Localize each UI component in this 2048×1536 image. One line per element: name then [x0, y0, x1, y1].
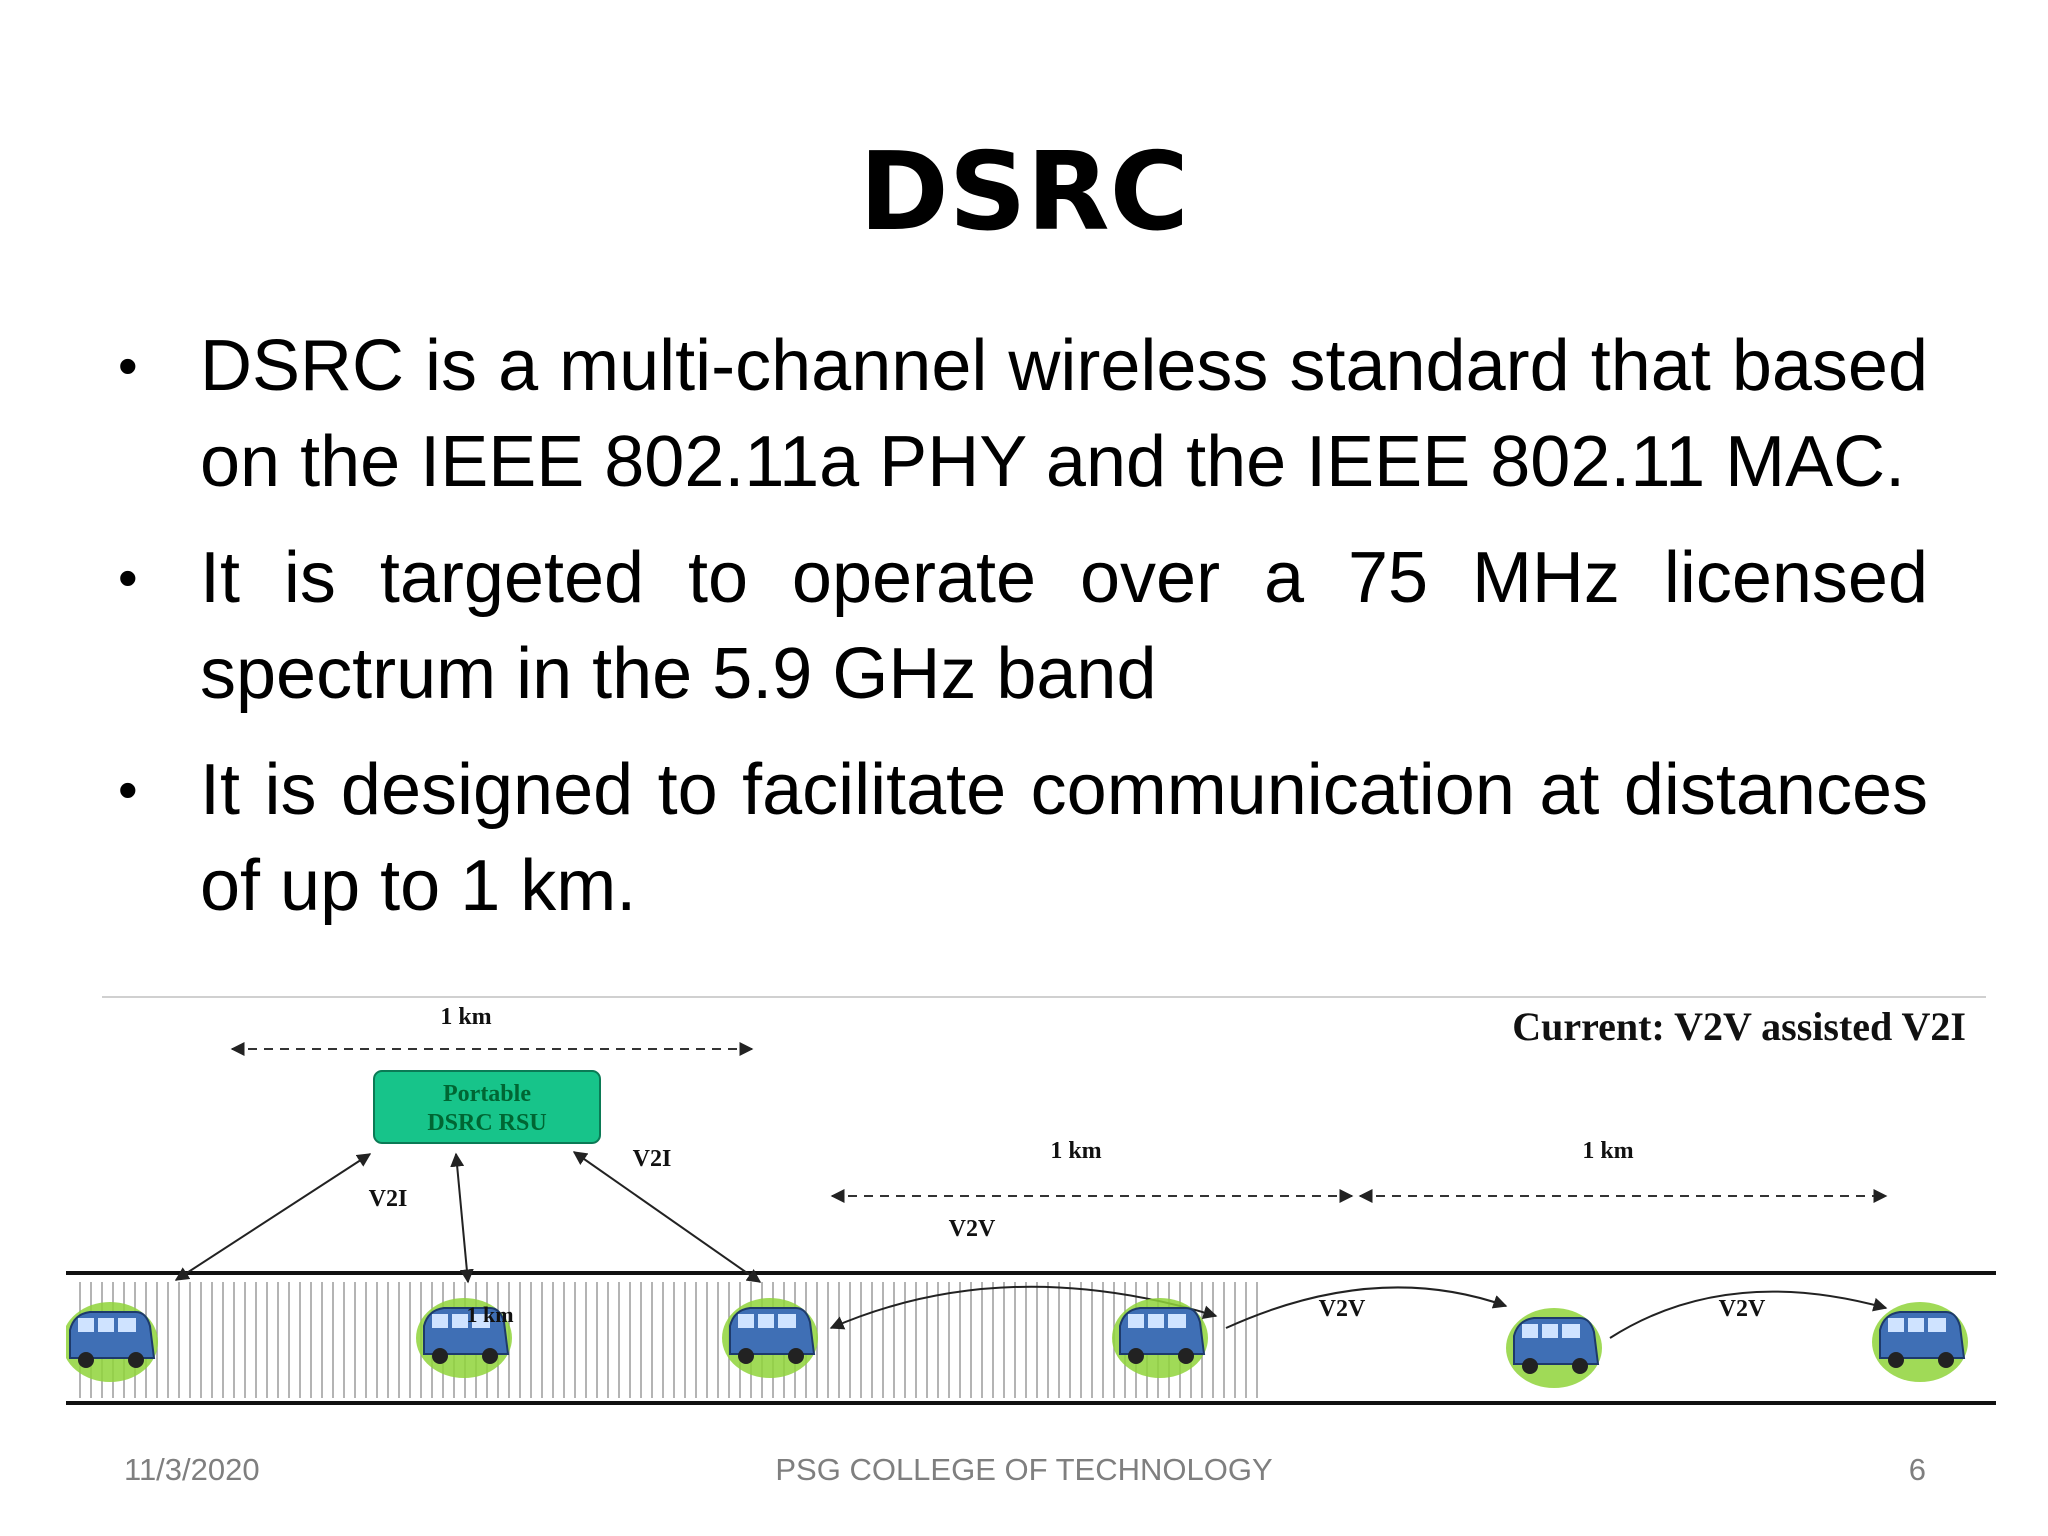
v2i-arrow-center [450, 1152, 474, 1284]
v2v-label-right: V2V [1719, 1296, 1766, 1322]
footer-page-number: 6 [1908, 1452, 1926, 1487]
bullet-item: • It is targeted to operate over a 75 MH… [118, 530, 1928, 722]
v2v-label-upper: V2V [949, 1216, 996, 1242]
slide-title: DSRC [859, 130, 1189, 255]
footer-date: 11/3/2020 [124, 1452, 260, 1487]
coverage-hatching [79, 1282, 1258, 1398]
vehicle-icon [66, 1301, 159, 1383]
v2v-assisted-v2i-diagram: Current: V2V assisted V2I 1 km Portable … [66, 996, 1996, 1405]
rsu-box [373, 1070, 601, 1144]
range-label-top: 1 km [440, 1004, 491, 1030]
v2i-label-right: V2I [633, 1146, 672, 1172]
bullet-icon: • [118, 758, 138, 821]
vehicle-icon [721, 1297, 819, 1379]
bullet-item: • It is designed to facilitate communica… [118, 742, 1928, 934]
bullet-icon: • [118, 546, 138, 609]
vehicle-icon [1871, 1301, 1969, 1383]
bullet-icon: • [118, 334, 138, 397]
v2i-arrow-right [572, 1151, 762, 1283]
bullet-text: DSRC is a multi-channel wireless standar… [200, 326, 1928, 502]
vehicle-icon [1505, 1307, 1603, 1389]
footer-institution: PSG COLLEGE OF TECHNOLOGY [775, 1452, 1273, 1487]
bullet-item: • DSRC is a multi-channel wireless stand… [118, 318, 1928, 510]
range-label-mid: 1 km [1050, 1138, 1101, 1164]
v2i-label-left: V2I [369, 1186, 408, 1212]
car-overlay-label: 1 km [466, 1302, 513, 1327]
v2v-arc-2 [1225, 1286, 1508, 1329]
bullet-text: It is targeted to operate over a 75 MHz … [200, 538, 1928, 714]
diagram-header: Current: V2V assisted V2I [1512, 1004, 1966, 1049]
vehicle-icon [1111, 1297, 1209, 1379]
rsu-label-line1: Portable [443, 1081, 531, 1107]
v2v-arc-3 [1609, 1290, 1888, 1339]
range-label-right: 1 km [1582, 1138, 1633, 1164]
v2v-label-mid: V2V [1319, 1296, 1366, 1322]
rsu-label-line2: DSRC RSU [427, 1110, 546, 1136]
v2i-arrow-left [174, 1153, 372, 1281]
bullet-text: It is designed to facilitate communicati… [200, 750, 1928, 926]
bullet-list: • DSRC is a multi-channel wireless stand… [118, 318, 1928, 954]
